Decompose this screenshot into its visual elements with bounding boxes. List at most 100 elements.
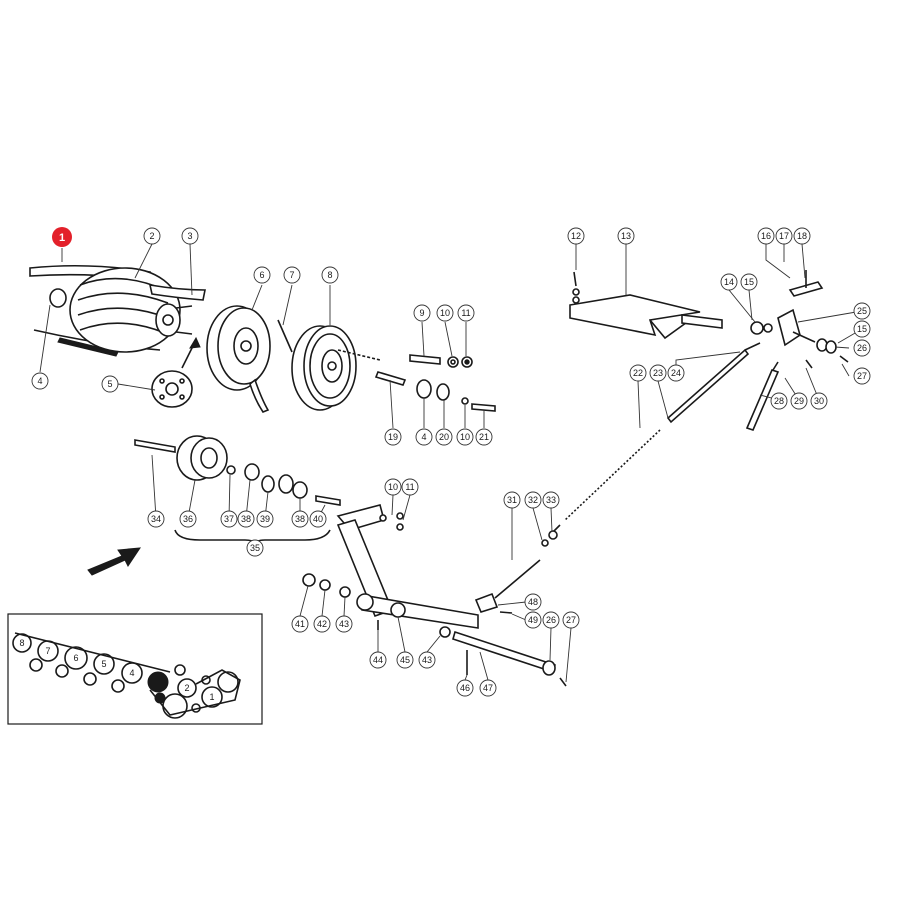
callout-label: 17 xyxy=(779,231,789,241)
callout: 15 xyxy=(740,273,758,291)
callout: 47 xyxy=(479,679,497,697)
callout: 11 xyxy=(457,304,475,322)
callout-label: 40 xyxy=(313,514,323,524)
callout-label: 37 xyxy=(224,514,234,524)
callout-label: 15 xyxy=(857,324,867,334)
callout: 8 xyxy=(321,266,339,284)
callout: 2 xyxy=(143,227,161,245)
inset-label: 4 xyxy=(129,668,134,678)
drive-drum-assembly xyxy=(29,264,206,408)
svg-text:1: 1 xyxy=(209,692,214,702)
callout: 25 xyxy=(853,302,871,320)
callout: 19 xyxy=(384,428,402,446)
callout: 10 xyxy=(384,478,402,496)
callout-label: 25 xyxy=(857,306,867,316)
callout-label: 30 xyxy=(814,396,824,406)
callout-label: 24 xyxy=(671,368,681,378)
svg-text:7: 7 xyxy=(45,646,50,656)
hardware-top xyxy=(374,354,496,412)
callout-label: 47 xyxy=(483,683,493,693)
svg-text:5: 5 xyxy=(101,659,106,669)
callout: 16 xyxy=(757,227,775,245)
callout: 23 xyxy=(649,364,667,382)
callout: 41 xyxy=(291,615,309,633)
callout: 34 xyxy=(147,510,165,528)
callout: 22 xyxy=(629,364,647,382)
callout: 9 xyxy=(413,304,431,322)
callout-label: 13 xyxy=(621,231,631,241)
callout: 17 xyxy=(775,227,793,245)
callout-label: 26 xyxy=(857,343,867,353)
callout-label: 10 xyxy=(440,308,450,318)
callout-label: 35 xyxy=(250,543,260,553)
inset-label: 7 xyxy=(45,646,50,656)
callout: 48 xyxy=(524,593,542,611)
callout-label: 19 xyxy=(388,432,398,442)
callout: 39 xyxy=(256,510,274,528)
callout: 10 xyxy=(456,428,474,446)
inset-label: 5 xyxy=(101,659,106,669)
inset-frame xyxy=(7,613,263,725)
callout: 42 xyxy=(313,615,331,633)
idler-assembly xyxy=(134,435,341,546)
callout: 6 xyxy=(253,266,271,284)
callout-label: 7 xyxy=(289,270,294,280)
leader-lines xyxy=(39,243,863,683)
callout: 26 xyxy=(853,339,871,357)
callout: 32 xyxy=(524,491,542,509)
callout: 10 xyxy=(436,304,454,322)
svg-text:2: 2 xyxy=(184,683,189,693)
inset-label: 1 xyxy=(209,692,214,702)
callouts: 1 2 3 4 5 6 7 8 9 10 11 19 4 20 10 21 12… xyxy=(31,227,871,697)
callout: 4 xyxy=(415,428,433,446)
pulley-group xyxy=(206,305,381,413)
callout: 29 xyxy=(790,392,808,410)
inset-label: 6 xyxy=(73,653,78,663)
callout-label: 39 xyxy=(260,514,270,524)
callout-label: 11 xyxy=(405,482,414,492)
callout: 4 xyxy=(31,372,49,390)
callout-label: 26 xyxy=(546,615,556,625)
callout-label: 8 xyxy=(327,270,332,280)
svg-text:6: 6 xyxy=(73,653,78,663)
spring-coil xyxy=(564,429,661,521)
callout: 28 xyxy=(770,392,788,410)
callout-label: 34 xyxy=(151,514,161,524)
callout-label: 11 xyxy=(461,308,470,318)
callout-label: 3 xyxy=(187,231,192,241)
inset-label: 2 xyxy=(184,683,189,693)
callout-label: 48 xyxy=(528,597,538,607)
callout-label: 42 xyxy=(317,619,327,629)
callout: 46 xyxy=(456,679,474,697)
spring-rod-assembly xyxy=(541,342,761,547)
callout: 31 xyxy=(503,491,521,509)
callout-label: 49 xyxy=(528,615,538,625)
svg-text:8: 8 xyxy=(19,638,24,648)
callout-label: 33 xyxy=(546,495,556,505)
callout: 40 xyxy=(309,510,327,528)
callout-label: 27 xyxy=(566,615,576,625)
callout-label: 43 xyxy=(339,619,349,629)
callout-label: 21 xyxy=(479,432,489,442)
callout: 43 xyxy=(335,615,353,633)
callout-label: 20 xyxy=(439,432,449,442)
callout: 11 xyxy=(401,478,419,496)
callout-label: 18 xyxy=(797,231,807,241)
callout-label: 16 xyxy=(761,231,771,241)
callout-label: 31 xyxy=(507,495,517,505)
callout-label: 44 xyxy=(373,655,383,665)
callout: 45 xyxy=(396,651,414,669)
callout-label: 32 xyxy=(528,495,538,505)
callout-label: 14 xyxy=(724,277,734,287)
callout: 44 xyxy=(369,651,387,669)
direction-arrow-icon xyxy=(87,547,141,576)
highlight-callout: 1 xyxy=(52,227,72,247)
callout: 15 xyxy=(853,320,871,338)
callout: 20 xyxy=(435,428,453,446)
callout: 36 xyxy=(179,510,197,528)
callout-label: 29 xyxy=(794,396,804,406)
callout-label: 38 xyxy=(241,514,251,524)
callout-label: 10 xyxy=(388,482,398,492)
callout-label: 36 xyxy=(183,514,193,524)
